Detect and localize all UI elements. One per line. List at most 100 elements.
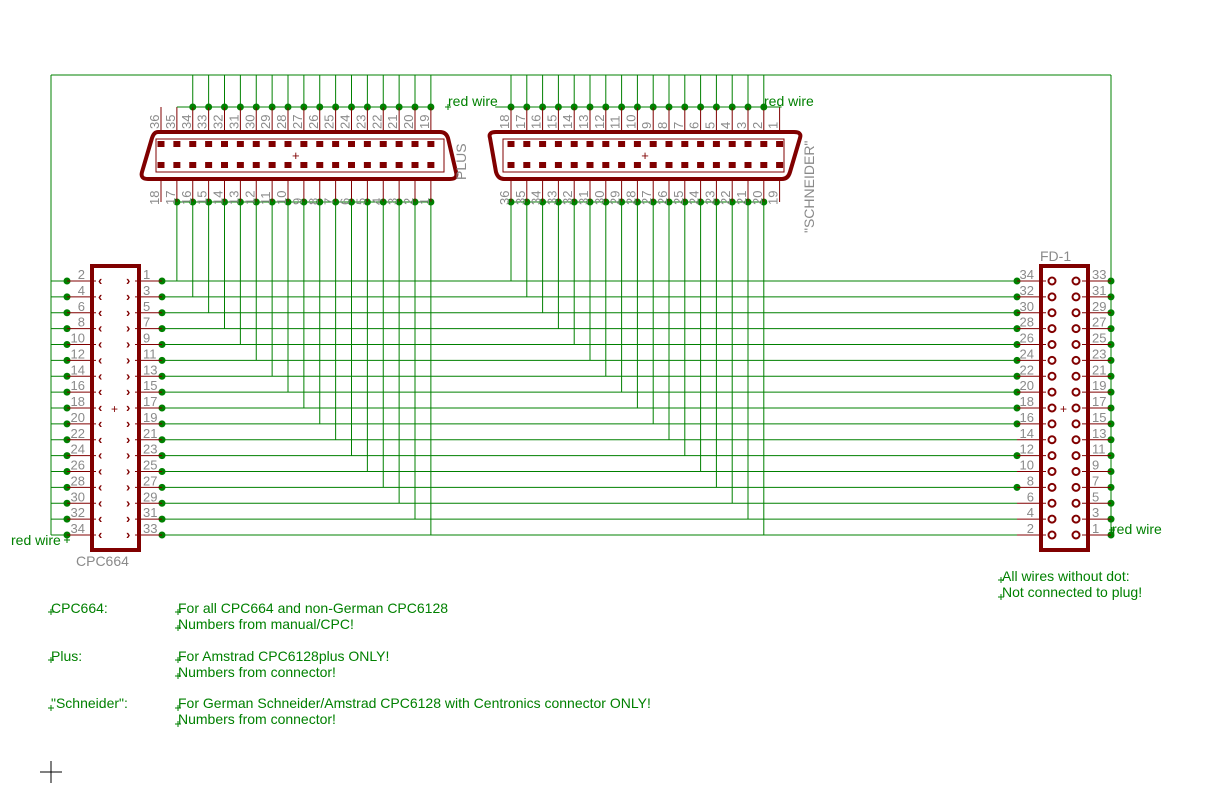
schneider-top-pin-number: 13 [576,115,591,129]
schneider-top-pin-number: 3 [734,122,749,129]
fd1-left-pin-number: 4 [1027,505,1034,520]
schneider-contact [586,141,594,147]
cpc664-contact: › [126,527,130,542]
plus-bottom-pin-number: 9 [290,198,305,205]
cpc664-contact: ‹ [98,527,102,542]
fd1-right-pin-number: 25 [1092,331,1106,346]
plus-top-pin-number: 34 [179,115,194,129]
plus-top-pin-number: 22 [369,115,384,129]
schneider-contact [633,162,641,168]
fd1-right-pin-number: 9 [1092,458,1099,473]
fd1-left-pin-number: 32 [1020,283,1034,298]
fd1-right-pin-number: 23 [1092,346,1106,361]
plus-top-pin-number: 28 [274,115,289,129]
fd1-pad [1071,308,1081,318]
legend-plus-line-1: For Amstrad CPC6128plus ONLY! [178,648,389,664]
plus-bottom-pin-number: 7 [322,198,337,205]
cpc664-contact: ‹ [98,416,102,431]
fd1-pad [1047,530,1057,540]
plus-top-pin-number: 27 [290,115,305,129]
schneider-contact [602,162,610,168]
schneider-contact [618,162,626,168]
cpc664-right-pin-number: 33 [143,521,157,536]
text-origin-icon [998,594,1004,600]
plus-contact [427,162,435,168]
plus-top-pin-number: 29 [258,115,273,129]
plus-contact [236,162,244,168]
cpc664-contact: › [126,337,130,352]
text-origin-icon [1109,527,1115,533]
text-origin-icon [175,673,181,679]
schneider-contact [570,141,578,147]
cpc664-right-pin-number: 21 [143,426,157,441]
cpc664-origin-icon: + [111,402,118,416]
plus-top-pin-number: 20 [401,115,416,129]
schneider-contact [618,141,626,147]
cpc664-contact: ‹ [98,464,102,479]
cpc664-contact: › [126,448,130,463]
cpc664-left-pin-number: 20 [71,410,85,425]
cpc664-part-name: CPC664 [76,553,129,569]
plus-top-pin-number: 26 [306,115,321,129]
plus-contact [205,141,213,147]
plus-bottom-pin-number: 17 [163,191,178,205]
plus-contact [348,162,355,168]
cpc664-contact: › [126,400,130,415]
plus-bottom-pin-number: 4 [369,198,384,205]
schneider-bottom-pin-number: 33 [544,191,559,205]
plus-contact [268,162,276,168]
cpc664-right-pin-number: 19 [143,410,157,425]
cpc664-left-pin-number: 22 [71,426,85,441]
plus-contact [363,162,371,168]
cpc664-contact: ‹ [98,432,102,447]
schneider-top-pin-number: 17 [513,115,528,129]
fd1-right-pin-number: 13 [1092,426,1106,441]
schneider-contact [712,162,720,168]
cpc664-contact: › [126,352,130,367]
schneider-top-pin-number: 12 [592,115,607,129]
plus-top-pin-number: 31 [226,115,241,129]
legend-plus-line-2: Numbers from connector! [178,664,336,680]
fd1-pad [1071,498,1081,508]
schneider-top-pin-number: 1 [766,122,781,129]
plus-contact [157,162,165,168]
plus-contact [316,141,324,147]
legend-plus-key: Plus: [51,648,82,664]
fd1-left-pin-number: 26 [1020,331,1034,346]
schneider-bottom-pin-number: 24 [687,191,702,205]
fd1-right-pin-number: 27 [1092,315,1106,330]
cpc664-contact: ‹ [98,384,102,399]
cpc664-right-pin-number: 25 [143,458,157,473]
cpc664-contact: ‹ [98,305,102,320]
schneider-contact [776,141,784,147]
plus-bottom-pin-number: 11 [258,192,273,206]
cpc664-right-pin-number: 13 [143,362,157,377]
fd1-left-pin-number: 20 [1020,378,1034,393]
origin-cross-icon [40,761,62,783]
plus-top-pin-number: 30 [242,115,257,129]
plus-origin-icon: + [292,148,300,163]
schneider-contact [523,162,531,168]
plus-red-wire-label: red wire [448,93,498,109]
fd1-pad [1071,451,1081,461]
schneider-top-pin-number: 7 [671,122,686,129]
fd1-pad [1071,355,1081,365]
schneider-connector-inner [502,138,785,173]
fd-note-line-2: Not connected to plug! [1002,584,1142,600]
plus-bottom-pin-number: 1 [417,198,432,205]
cpc664-right-pin-number: 29 [143,489,157,504]
plus-top-pin-number: 23 [353,115,368,129]
plus-contact [173,141,181,147]
cpc664-contact: ‹ [98,289,102,304]
fd1-right-pin-number: 17 [1092,394,1106,409]
cpc664-contact: ‹ [98,448,102,463]
plus-bottom-pin-number: 18 [147,191,162,205]
schneider-top-pin-number: 9 [639,122,654,129]
plus-bottom-pin-number: 8 [306,198,321,205]
plus-contact [252,162,260,168]
fd1-pad [1071,292,1081,302]
schneider-contact [570,162,578,168]
cpc664-left-pin-number: 24 [71,442,85,457]
fd1-left-pin-number: 30 [1020,299,1034,314]
